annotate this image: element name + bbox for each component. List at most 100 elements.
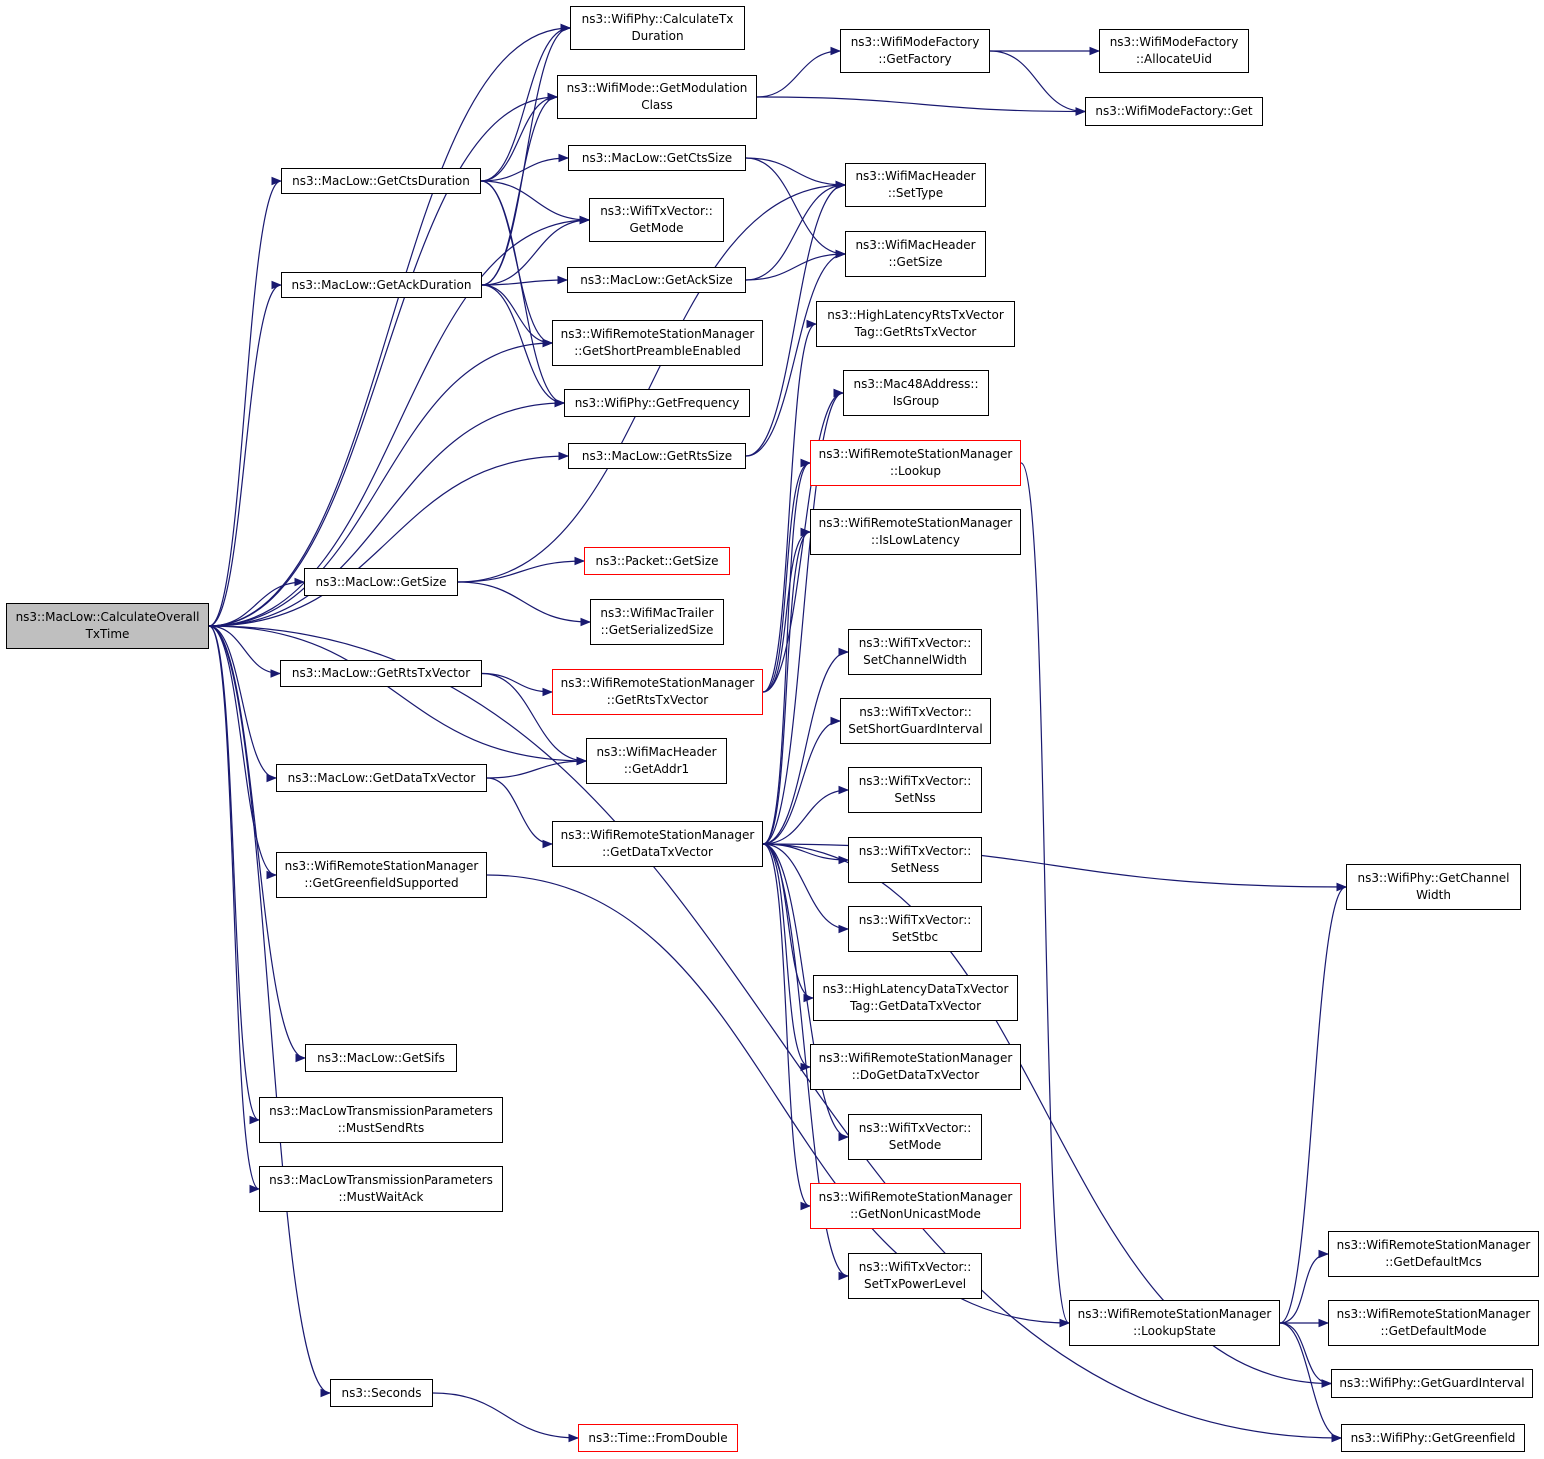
edge-macGetDataTxVector-to-getAddr1 — [486, 756, 588, 779]
node-label-line: ns3::MacLow::GetDataTxVector — [287, 770, 476, 785]
node-default-mcs[interactable]: ns3::WifiRemoteStationManager::GetDefaul… — [1328, 1231, 1539, 1277]
edge-getModClass-to-modeFactoryGetFactory — [756, 46, 842, 98]
node-trailer-serialized-size[interactable]: ns3::WifiMacTrailer::GetSerializedSize — [590, 599, 724, 645]
node-get-ack-size[interactable]: ns3::MacLow::GetAckSize — [567, 267, 746, 293]
node-label-line: ns3::WifiMacHeader — [855, 169, 976, 183]
node-mode-factory-get[interactable]: ns3::WifiModeFactory::Get — [1085, 97, 1263, 126]
node-tx-get-mode[interactable]: ns3::WifiTxVector::GetMode — [589, 198, 724, 242]
edge-getAckDuration-to-getFrequency — [481, 284, 566, 408]
node-label-line: ::GetFactory — [878, 52, 952, 66]
node-header-get-size[interactable]: ns3::WifiMacHeader::GetSize — [845, 231, 986, 277]
node-get-ack-duration[interactable]: ns3::MacLow::GetAckDuration — [281, 272, 482, 298]
node-must-wait-ack[interactable]: ns3::MacLowTransmissionParameters::MustW… — [259, 1166, 503, 1212]
node-get-cts-duration[interactable]: ns3::MacLow::GetCtsDuration — [281, 168, 481, 194]
node-label-line: Class — [641, 98, 673, 112]
node-label-line: ns3::MacLow::GetCtsSize — [581, 150, 733, 165]
edge-wrsmGetDataTxVector-to-hlDataTag — [762, 843, 815, 1003]
edge-lookupState-to-guardInterval — [1279, 1322, 1333, 1388]
edge-lookupState-to-phyGreenfield — [1279, 1322, 1343, 1443]
node-label-line: ::GetDefaultMode — [1380, 1324, 1487, 1338]
node-label-line: ::GetAddr1 — [623, 762, 690, 776]
node-label-line: SetShortGuardInterval — [848, 722, 983, 736]
node-get-sifs[interactable]: ns3::MacLow::GetSifs — [305, 1044, 457, 1072]
node-label-line: ::IsLowLatency — [871, 533, 960, 547]
node-label-line: SetStbc — [891, 930, 939, 944]
node-get-rts-size[interactable]: ns3::MacLow::GetRtsSize — [568, 443, 746, 469]
node-mac-get-size[interactable]: ns3::MacLow::GetSize — [304, 568, 458, 596]
node-mac-get-rts-tx-vector[interactable]: ns3::MacLow::GetRtsTxVector — [280, 660, 482, 687]
node-time-from-double[interactable]: ns3::Time::FromDouble — [578, 1424, 738, 1452]
node-label-line: ::GetSize — [888, 255, 943, 269]
node-label-line: ns3::WifiRemoteStationManager — [818, 516, 1013, 530]
node-guard-interval[interactable]: ns3::WifiPhy::GetGuardInterval — [1331, 1369, 1533, 1398]
node-label-line: ns3::WifiRemoteStationManager — [818, 1190, 1013, 1204]
node-set-type[interactable]: ns3::WifiMacHeader::SetType — [845, 163, 986, 207]
node-mac-get-data-tx-vector[interactable]: ns3::MacLow::GetDataTxVector — [276, 764, 487, 792]
node-is-group[interactable]: ns3::Mac48Address::IsGroup — [843, 370, 989, 416]
edge-getAckSize-to-hdrGetSize — [745, 249, 847, 281]
node-short-preamble-enabled[interactable]: ns3::WifiRemoteStationManager::GetShortP… — [552, 320, 763, 366]
node-set-ness[interactable]: ns3::WifiTxVector::SetNess — [848, 837, 982, 883]
node-is-low-latency[interactable]: ns3::WifiRemoteStationManager::IsLowLate… — [810, 509, 1021, 555]
edge-root-to-macGetRtsTxVector — [208, 625, 282, 678]
edge-getCtsDuration-to-getFrequency — [480, 180, 566, 408]
node-label-line: ns3::HighLatencyRtsTxVector — [827, 308, 1004, 322]
node-wrsm-get-rts-tx-vector[interactable]: ns3::WifiRemoteStationManager::GetRtsTxV… — [552, 669, 763, 715]
edge-wrsmGetRtsTxVector-to-lookup — [762, 458, 812, 693]
node-default-mode[interactable]: ns3::WifiRemoteStationManager::GetDefaul… — [1328, 1300, 1539, 1346]
node-label-line: ::GetGreenfieldSupported — [304, 876, 459, 890]
node-set-stbc[interactable]: ns3::WifiTxVector::SetStbc — [848, 906, 982, 952]
node-set-short-guard-interval[interactable]: ns3::WifiTxVector::SetShortGuardInterval — [840, 698, 991, 744]
node-mode-factory-get-factory[interactable]: ns3::WifiModeFactory::GetFactory — [840, 29, 990, 73]
node-must-send-rts[interactable]: ns3::MacLowTransmissionParameters::MustS… — [259, 1097, 503, 1143]
edge-macGetRtsTxVector-to-getAddr1 — [481, 672, 588, 766]
node-get-frequency[interactable]: ns3::WifiPhy::GetFrequency — [564, 389, 750, 417]
node-label-line: ns3::WifiMode::GetModulation — [566, 81, 748, 95]
node-phy-greenfield[interactable]: ns3::WifiPhy::GetGreenfield — [1341, 1424, 1525, 1452]
node-label-line: SetNess — [890, 861, 940, 875]
node-label-line: ns3::WifiPhy::GetGreenfield — [1350, 1430, 1516, 1445]
node-non-unicast-mode[interactable]: ns3::WifiRemoteStationManager::GetNonUni… — [810, 1183, 1021, 1229]
edge-root-to-getCtsDuration — [208, 176, 283, 627]
edge-wrsmGetDataTxVector-to-setNss — [762, 785, 850, 845]
node-lookup-state[interactable]: ns3::WifiRemoteStationManager::LookupSta… — [1069, 1300, 1280, 1346]
edge-root-to-macGetDataTxVector — [208, 625, 278, 783]
node-do-get-data-tx-vector[interactable]: ns3::WifiRemoteStationManager::DoGetData… — [810, 1044, 1021, 1090]
node-set-channel-width[interactable]: ns3::WifiTxVector::SetChannelWidth — [848, 629, 982, 675]
node-label-line: ns3::WifiMacTrailer — [600, 606, 714, 620]
node-get-cts-size[interactable]: ns3::MacLow::GetCtsSize — [568, 145, 746, 171]
node-label-line: ns3::MacLow::GetRtsSize — [581, 448, 733, 463]
node-set-nss[interactable]: ns3::WifiTxVector::SetNss — [848, 767, 982, 813]
node-label-line: ns3::MacLow::GetSize — [315, 574, 447, 589]
node-label-line: Tag::GetDataTxVector — [849, 999, 982, 1013]
node-label-line: ns3::Time::FromDouble — [588, 1430, 728, 1445]
edge-getCtsDuration-to-getModClass — [480, 92, 559, 182]
node-set-mode[interactable]: ns3::WifiTxVector::SetMode — [848, 1114, 982, 1160]
node-label-line: ns3::MacLow::GetAckDuration — [291, 277, 472, 292]
edge-wrsmGetDataTxVector-to-setChannelWidth — [762, 647, 850, 845]
node-seconds[interactable]: ns3::Seconds — [330, 1379, 433, 1407]
node-set-tx-power-level[interactable]: ns3::WifiTxVector::SetTxPowerLevel — [848, 1253, 982, 1299]
node-packet-get-size[interactable]: ns3::Packet::GetSize — [584, 547, 730, 575]
node-label-line: ns3::MacLow::GetRtsTxVector — [291, 666, 471, 680]
node-allocate-uid[interactable]: ns3::WifiModeFactory::AllocateUid — [1099, 29, 1249, 73]
node-wrsm-get-data-tx-vector[interactable]: ns3::WifiRemoteStationManager::GetDataTx… — [552, 821, 763, 867]
edge-getRtsSize-to-setType — [745, 180, 847, 457]
node-label-line: ns3::WifiPhy::GetFrequency — [574, 395, 740, 410]
node-greenfield-supported[interactable]: ns3::WifiRemoteStationManager::GetGreenf… — [276, 852, 487, 898]
edge-wrsmGetRtsTxVector-to-isGroup — [762, 388, 845, 693]
node-lookup[interactable]: ns3::WifiRemoteStationManager::Lookup — [810, 440, 1021, 486]
node-label-line: ns3::WifiPhy::GetGuardInterval — [1339, 1376, 1525, 1390]
node-get-addr1[interactable]: ns3::WifiMacHeader::GetAddr1 — [586, 738, 727, 784]
edge-root-to-shortPreamble — [208, 338, 554, 627]
node-label-line: ::GetShortPreambleEnabled — [574, 344, 741, 358]
node-label-line: ::LookupState — [1133, 1324, 1216, 1338]
